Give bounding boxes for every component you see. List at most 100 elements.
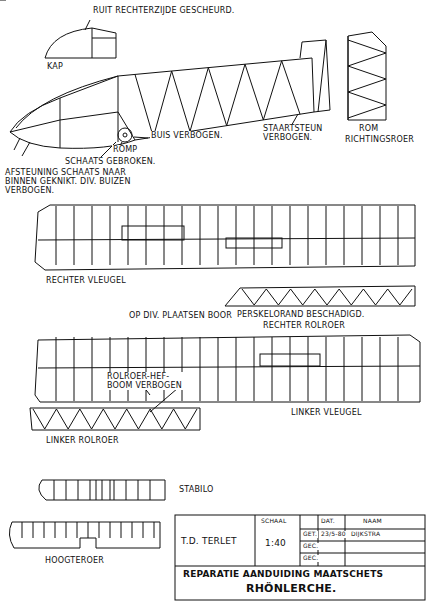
stabilizer-rib [114,480,115,500]
rudder-truss [0,0,6,1]
elevator-rib [110,522,111,538]
aileron-truss [242,289,412,305]
wing-rib [380,337,381,401]
elevator [9,522,160,548]
elevator-rib [66,522,67,538]
part-label: HOOGTEROER [44,556,105,565]
right-wing [35,205,415,270]
wing-rib [308,206,309,265]
stabilizer-rib [150,480,151,500]
wing-rib [200,337,201,401]
stabilizer [39,480,165,500]
wing-rib [110,337,111,401]
stabilizer-rib [138,480,139,500]
part-label: REPARATIE AANDUIDING MAATSCHETS [182,569,384,579]
canopy [45,20,116,58]
wing-rib [146,337,147,401]
elevator-rib [154,522,155,538]
title-block [175,515,425,600]
part-label: RHÖNLERCHE. [245,583,337,596]
wing-rib [272,337,273,401]
part-label: ROLROER-HEF-BOOM VERBOGEN [106,372,188,390]
left-wing [35,335,420,412]
wing-rib [128,337,129,401]
wing-rib [290,337,291,401]
wing-rib [164,206,165,265]
wing-rib [182,337,183,401]
part-label: 23/5-80 [320,531,347,538]
wheel [118,128,132,142]
wing-rib [200,206,201,265]
wing-rib [362,206,363,265]
elevator-rib [88,522,89,538]
part-label: GET. [302,531,318,538]
part-label: ROM [358,124,379,133]
left-aileron [30,408,200,430]
elevator-rib [143,522,144,538]
wing-rib [254,337,255,401]
wing-rib [110,206,111,265]
wing-rib [74,337,75,401]
part-label: PERSKELORAND BESCHADIGD. [236,310,366,319]
part-label: LINKER ROLROER [45,436,120,445]
wing-rib [344,337,345,401]
wing-rib [92,337,93,401]
part-label: SCHAAL [260,518,287,525]
part-label: DAT. [320,518,336,525]
part-label: 1:40 [264,538,287,548]
elevator-rib [22,522,23,538]
part-label: OP DIV. PLAATSEN BOOR [128,311,233,320]
part-label: RECHTER ROLROER [262,321,346,330]
right-aileron [225,286,415,306]
part-label: STABILO [178,485,215,494]
stabilizer-rib [126,480,127,500]
wing-rib [380,206,381,265]
part-label: KAP [46,62,64,71]
part-label: ROMP [112,145,138,154]
stabilizer-rib [54,480,55,500]
stabilizer-rib [102,480,103,500]
wing-rib [290,206,291,265]
wing-rib [344,206,345,265]
wing-rib [56,337,57,401]
wing-rib [128,206,129,265]
elevator-rib [121,522,122,538]
wing-rib [308,337,309,401]
wing-rib [92,206,93,265]
part-label: RECHTER VLEUGEL [45,276,127,285]
leader-line [85,20,90,30]
wing-rib [218,337,219,401]
part-label: STAARTSTEUN VERBOGEN. [262,124,340,142]
elevator-rib [44,522,45,538]
elevator-rib [132,522,133,538]
skid [14,138,30,156]
wing-rib [164,337,165,401]
elevator-rib [55,522,56,538]
wing-rib [326,337,327,401]
part-label: LINKER VLEUGEL [290,408,363,417]
part-label: RICHTINGSROER [344,135,415,144]
part-label: NAAM [362,518,383,525]
wing-rib [272,206,273,265]
wing-rib [254,206,255,265]
wing-rib [56,206,57,265]
elevator-rib [77,522,78,538]
elevator-rib [33,522,34,538]
wing-rib [362,337,363,401]
wing-rib [236,206,237,265]
part-label: DIJKSTRA [350,531,381,538]
aileron-truss [33,409,197,429]
rudder [0,0,386,120]
part-label: AFSTEUNING SCHAATS NAAR BINNEN GEKNIKT. … [4,168,156,196]
part-label: BUIS VERBOGEN. [150,131,224,140]
wing-rib [74,206,75,265]
part-label: GEC. [302,543,319,550]
part-label: T.D. TERLET [180,536,238,546]
wing-rib [398,206,399,265]
wing-rib [398,337,399,401]
stabilizer-rib [90,480,91,500]
stabilizer-rib [66,480,67,500]
wing-rib [146,206,147,265]
